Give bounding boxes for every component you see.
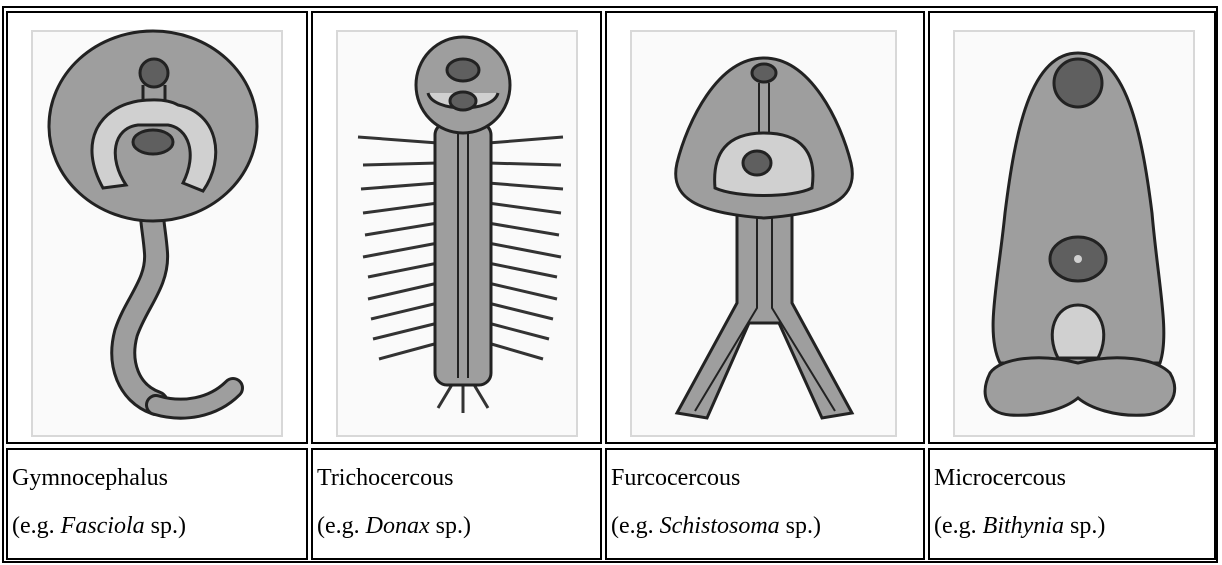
gymnocephalus-cercaria-illustration (8, 13, 306, 442)
cercaria-example: (e.g. Fasciola sp.) (12, 506, 186, 546)
cell-label-gymnocephalus: Gymnocephalus (e.g. Fasciola sp.) (6, 448, 308, 560)
cercaria-name: Furcocercous (611, 458, 740, 498)
cercaria-name: Trichocercous (317, 458, 453, 498)
cell-image-furcocercous (605, 11, 925, 444)
cercaria-name: Gymnocephalus (12, 458, 168, 498)
cell-image-trichocercous (311, 11, 602, 444)
cercaria-example: (e.g. Schistosoma sp.) (611, 506, 821, 546)
cercaria-example: (e.g. Bithynia sp.) (934, 506, 1105, 546)
genus-name: Donax (366, 513, 430, 539)
cell-label-furcocercous: Furcocercous (e.g. Schistosoma sp.) (605, 448, 925, 560)
trichocercous-cercaria-illustration (313, 13, 600, 442)
genus-name: Schistosoma (660, 513, 780, 539)
genus-name: Bithynia (983, 513, 1064, 539)
genus-name: Fasciola (61, 513, 145, 539)
cercaria-example: (e.g. Donax sp.) (317, 506, 471, 546)
cercaria-name: Microcercous (934, 458, 1066, 498)
cell-image-gymnocephalus (6, 11, 308, 444)
cell-label-trichocercous: Trichocercous (e.g. Donax sp.) (311, 448, 602, 560)
furcocercous-cercaria-illustration (607, 13, 923, 442)
cell-image-microcercous (928, 11, 1216, 444)
microcercous-cercaria-illustration (930, 13, 1214, 442)
cell-label-microcercous: Microcercous (e.g. Bithynia sp.) (928, 448, 1216, 560)
